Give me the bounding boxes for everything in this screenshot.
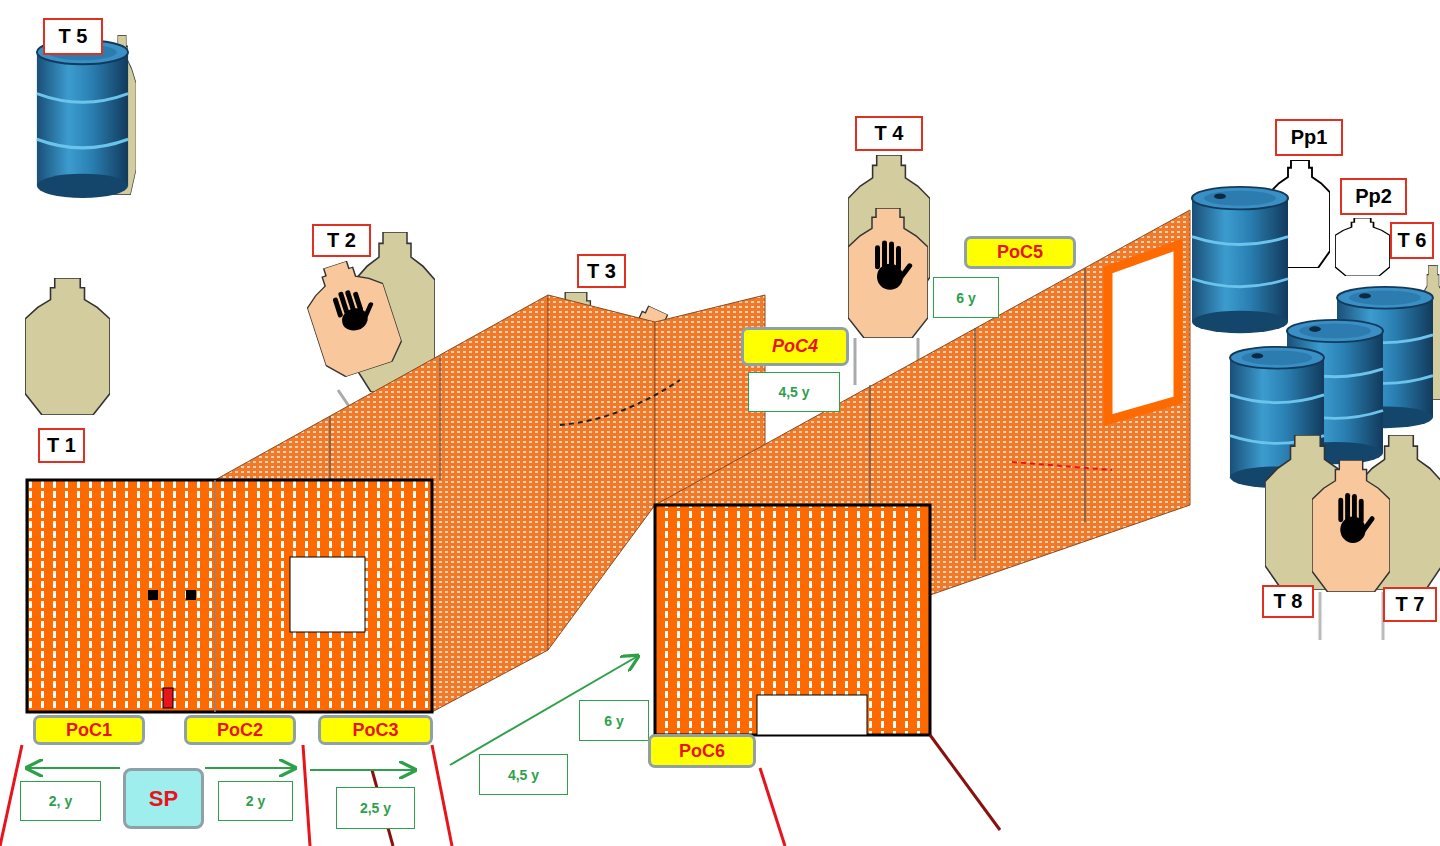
node-text: 6 y (604, 713, 623, 729)
node-text: 2, y (49, 793, 72, 809)
node-text: T 6 (1398, 229, 1427, 252)
mesh-wall (548, 295, 655, 650)
target-label: Pp2 (1340, 178, 1407, 215)
node-text: 6 y (956, 290, 975, 306)
node-text: T 4 (875, 122, 904, 145)
point-of-contact: PoC6 (648, 734, 756, 768)
distance-label: 6 y (933, 277, 999, 318)
front-wall (27, 480, 432, 712)
wall-port (757, 695, 867, 735)
no-shoot-target (297, 252, 407, 381)
node-text: PoC4 (772, 336, 818, 357)
target-stand (1319, 592, 1322, 640)
threat-target (25, 278, 110, 415)
node-text: T 8 (1274, 590, 1303, 613)
fault-lines (0, 735, 1000, 846)
target-label: T 1 (38, 428, 85, 463)
node-text: 4,5 y (778, 384, 809, 400)
distance-label: 6 y (579, 700, 649, 741)
distance-label: 2, y (20, 781, 101, 821)
node-text: PoC6 (679, 741, 725, 762)
node-text: PoC3 (352, 720, 398, 741)
point-of-contact: PoC3 (318, 715, 433, 745)
node-text: Pp1 (1291, 126, 1328, 149)
hidden-edge (560, 380, 680, 425)
node-text: PoC1 (66, 720, 112, 741)
node-text: SP (149, 786, 178, 812)
target-stand (854, 338, 857, 385)
target-label: T 7 (1383, 587, 1437, 622)
point-of-contact: PoC5 (964, 236, 1076, 269)
point-of-contact: PoC2 (184, 715, 296, 745)
node-text: 2 y (246, 793, 265, 809)
point-of-contact: PoC1 (33, 715, 145, 745)
no-shoot-target (1312, 460, 1390, 592)
node-text: Pp2 (1355, 185, 1392, 208)
node-text: T 1 (47, 434, 76, 457)
distance-label: 2,5 y (336, 787, 415, 829)
distance-label: 4,5 y (479, 754, 568, 795)
door-seam (214, 480, 216, 712)
target-label: T 2 (312, 224, 371, 257)
target-label: T 6 (1390, 222, 1434, 259)
node-text: PoC2 (217, 720, 263, 741)
node-text: T 2 (327, 229, 356, 252)
target-label: T 4 (855, 116, 923, 151)
front-wall (655, 505, 930, 735)
no-shoot-target (1335, 218, 1390, 276)
door-trigger (163, 688, 173, 708)
node-text: T 7 (1396, 593, 1425, 616)
dimension-arrows (27, 656, 638, 770)
target-label: T 5 (43, 18, 103, 55)
barrel (37, 40, 128, 198)
target-label: T 3 (577, 254, 626, 288)
node-text: PoC5 (997, 242, 1043, 263)
point-of-contact: PoC4 (741, 327, 849, 366)
node-text: T 3 (587, 260, 616, 283)
wall-window (1108, 245, 1178, 420)
fault-line (1012, 462, 1112, 470)
start-position: SP (123, 768, 204, 829)
door-handle (148, 590, 158, 600)
distance-label: 2 y (218, 781, 293, 821)
target-label: T 8 (1262, 585, 1314, 618)
door-handle (186, 590, 196, 600)
node-text: T 5 (59, 25, 88, 48)
node-text: 4,5 y (508, 767, 539, 783)
wall-port (290, 557, 365, 632)
no-shoot-target (848, 208, 928, 338)
distance-label: 4,5 y (748, 372, 840, 412)
barrel (1192, 187, 1288, 333)
target-group (25, 35, 136, 415)
target-label: Pp1 (1275, 119, 1343, 156)
node-text: 2,5 y (360, 800, 391, 816)
